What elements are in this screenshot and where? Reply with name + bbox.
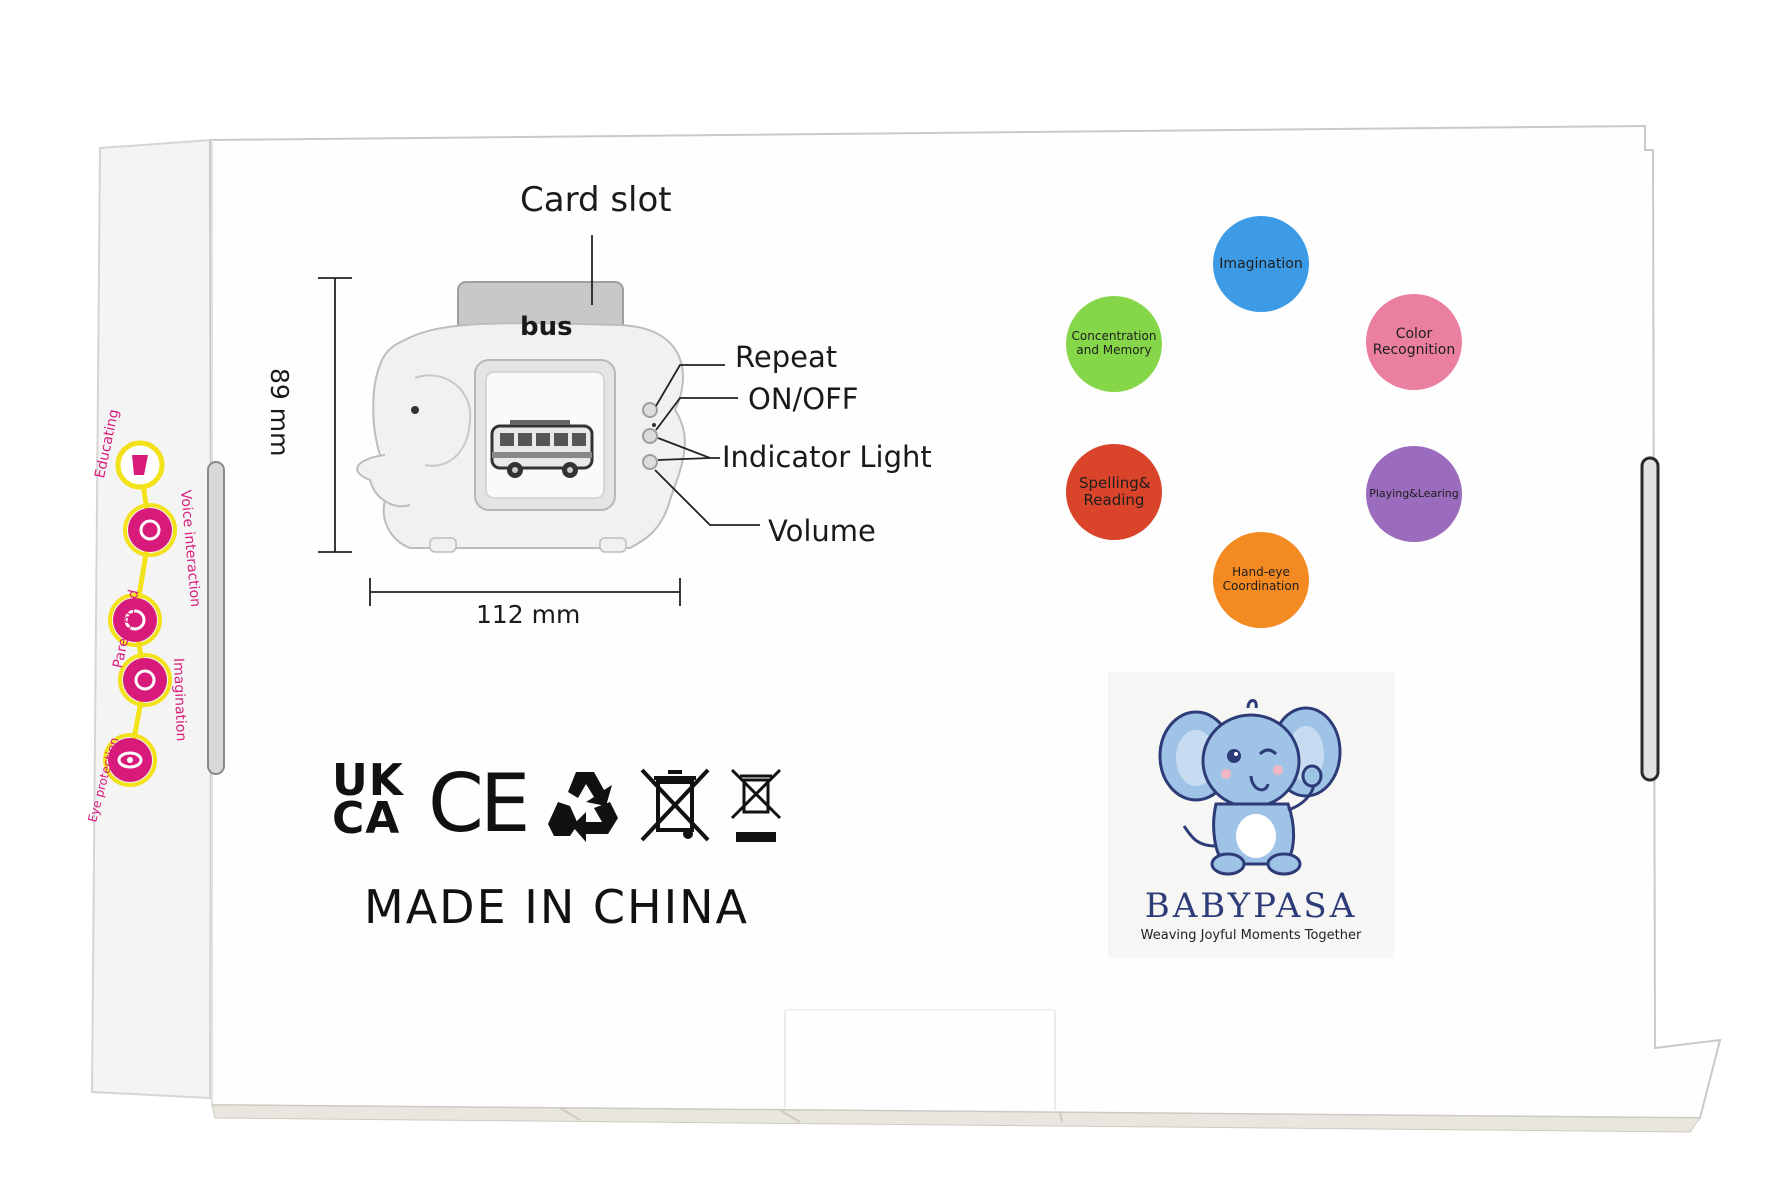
skill-label: Concentration and Memory bbox=[1071, 329, 1157, 357]
weee-bin-icon bbox=[640, 768, 710, 842]
side-label-imagination: Imagination bbox=[170, 657, 189, 742]
width-dimension: 112 mm bbox=[476, 600, 581, 629]
ce-mark: CE bbox=[428, 757, 530, 850]
skill-imagination: Imagination bbox=[1213, 216, 1309, 312]
weee-bin-bar-icon bbox=[730, 768, 782, 842]
skill-concentration-memory: Concentration and Memory bbox=[1066, 296, 1162, 392]
skill-playing-learning: Playing&Learing bbox=[1366, 446, 1462, 542]
skill-label: Playing&Learing bbox=[1369, 486, 1459, 500]
made-in-label: MADE IN CHINA bbox=[364, 880, 750, 934]
device-diagram bbox=[318, 235, 760, 606]
height-dimension: 89 mm bbox=[265, 368, 294, 457]
side-panel-icons bbox=[103, 440, 177, 787]
skill-hand-eye-coordination: Hand-eye Coordination bbox=[1213, 532, 1309, 628]
skill-label: Imagination bbox=[1219, 255, 1303, 272]
indicator-light-label: Indicator Light bbox=[722, 440, 932, 474]
ukca-mark: UK CA bbox=[332, 755, 404, 844]
brand-name: BABYPASA bbox=[1144, 886, 1358, 926]
skill-spelling-reading: Spelling& Reading bbox=[1066, 444, 1162, 540]
skill-label: Color Recognition bbox=[1372, 325, 1456, 358]
bus-icon bbox=[490, 420, 594, 478]
skill-label: Hand-eye Coordination bbox=[1222, 565, 1300, 593]
brand-logo: BABYPASA Weaving Joyful Moments Together bbox=[1108, 672, 1394, 958]
ukca-top: UK bbox=[332, 755, 404, 806]
on-off-label: ON/OFF bbox=[748, 382, 859, 416]
skill-label: Spelling& Reading bbox=[1079, 473, 1151, 509]
elephant-mascot-icon bbox=[1158, 699, 1342, 876]
brand-tagline: Weaving Joyful Moments Together bbox=[1140, 928, 1362, 943]
repeat-label: Repeat bbox=[735, 340, 838, 374]
recycle-icon bbox=[548, 772, 618, 842]
volume-label: Volume bbox=[768, 514, 876, 548]
ukca-bottom: CA bbox=[332, 793, 401, 844]
card-slot-label: Card slot bbox=[520, 180, 672, 220]
skill-color-recognition: Color Recognition bbox=[1366, 294, 1462, 390]
card-word: bus bbox=[520, 312, 573, 342]
